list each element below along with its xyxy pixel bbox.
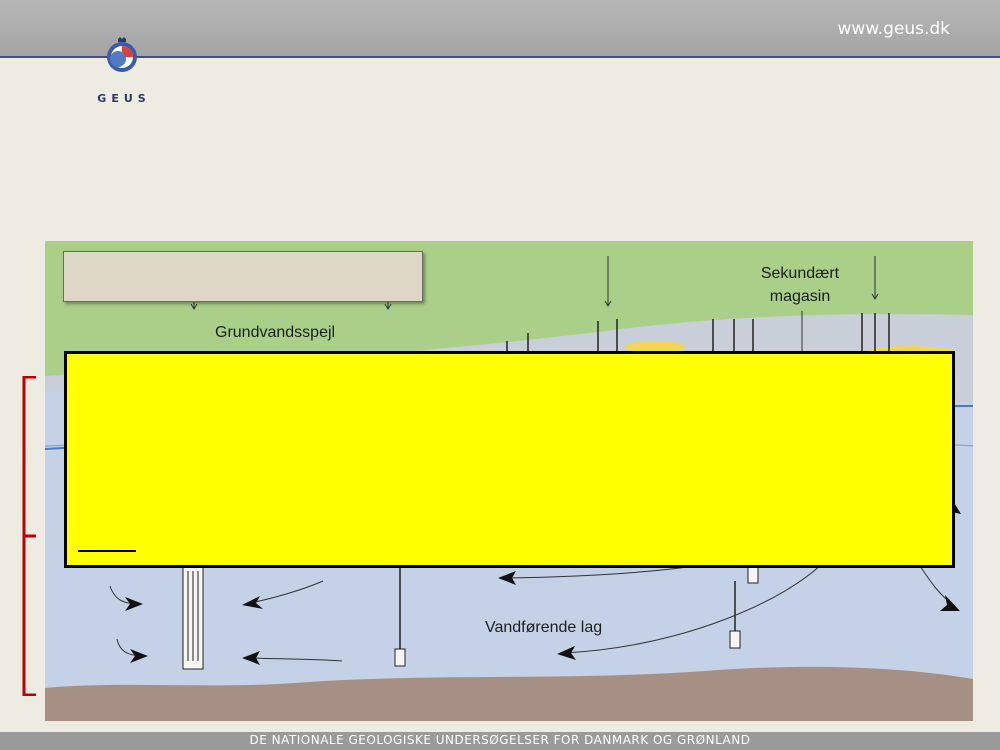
logo-text: GEUS [97,92,151,105]
geus-logo-icon [107,37,137,72]
bedrock-layer [45,666,973,721]
zone-bracket [22,376,36,696]
flow-arrow [564,560,826,654]
flow-arrow [249,657,343,662]
website-url[interactable]: www.geus.dk [837,19,950,39]
clay-lens [625,341,685,353]
overlay-underline [78,550,136,552]
title-label-box [63,251,423,302]
footer-bar: DE NATIONALE GEOLOGISKE UNDERSØGELSER FO… [0,732,1000,750]
groundwater-table-label: Grundvandsspejl [215,324,336,341]
footer-text: DE NATIONALE GEOLOGISKE UNDERSØGELSER FO… [249,733,751,747]
secondary-reservoir-label: Sekundært magasin [760,265,840,305]
flow-arrow [504,565,696,579]
header-divider [0,56,1000,58]
aquifer-label: Vandførende lag [485,619,603,636]
top-bar: www.geus.dk [0,0,1000,56]
highlight-overlay-box [64,351,955,568]
